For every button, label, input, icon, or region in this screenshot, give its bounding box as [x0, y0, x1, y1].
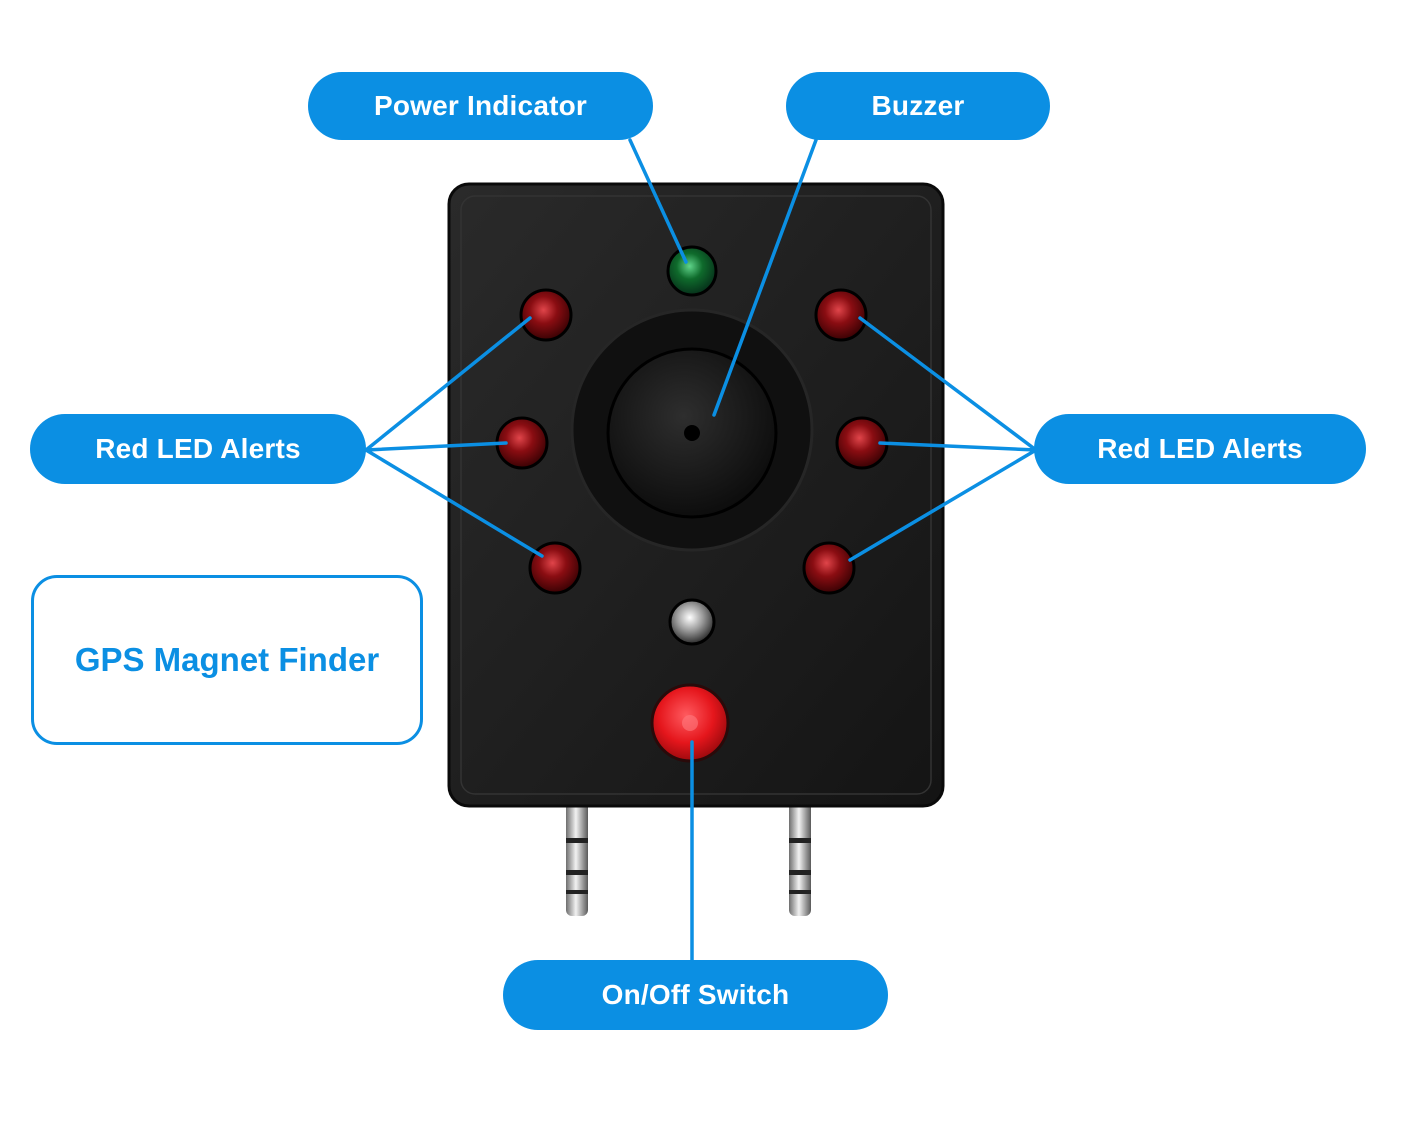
product-name-box: GPS Magnet Finder	[31, 575, 423, 745]
green-led-icon	[666, 245, 718, 297]
jack-pin-right	[789, 800, 811, 916]
buzzer-label: Buzzer	[786, 72, 1050, 140]
clear-led-icon	[668, 598, 716, 646]
leader-lines	[364, 138, 1038, 962]
red-led-alerts-right-label: Red LED Alerts	[1034, 414, 1366, 484]
red-led-icon	[519, 288, 573, 342]
red-led-icon	[528, 541, 582, 595]
product-title: GPS Magnet Finder	[74, 641, 380, 678]
red-led-alerts-left-label: Red LED Alerts	[30, 414, 366, 484]
red-led-icon	[802, 541, 856, 595]
jack-pin-left	[566, 800, 588, 916]
red-led-icon	[814, 288, 868, 342]
on-off-switch-label: On/Off Switch	[503, 960, 888, 1030]
power-indicator-label: Power Indicator	[308, 72, 653, 140]
